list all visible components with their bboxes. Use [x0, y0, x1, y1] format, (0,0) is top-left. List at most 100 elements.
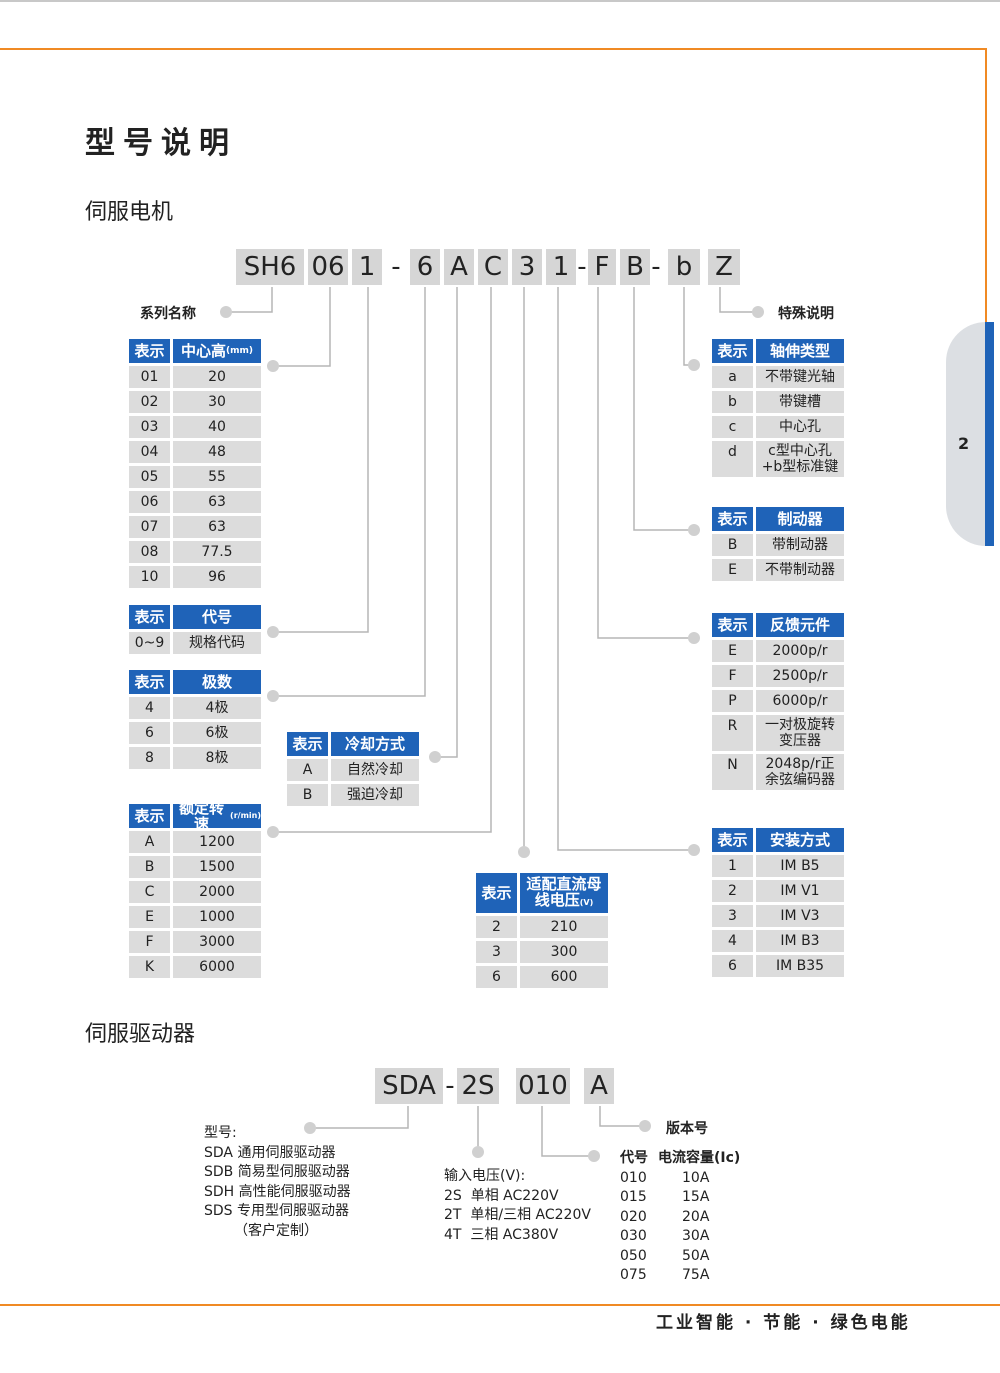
current-header-capacity: 电流容量(Ic)	[658, 1150, 741, 1166]
voltage-item: 2S 单相 AC220V	[444, 1187, 559, 1204]
table-cell: E	[129, 906, 170, 928]
table-cell: 30	[173, 391, 261, 413]
version-label: 版本号	[666, 1121, 708, 1137]
line-version	[599, 1106, 645, 1127]
table-cell: c	[712, 416, 753, 438]
table-cell: 05	[129, 466, 170, 488]
table-cell: 08	[129, 541, 170, 563]
table-cell: 02	[129, 391, 170, 413]
table-cell: 中心孔	[756, 416, 844, 438]
table-cell: 04	[129, 441, 170, 463]
dot-shaft	[688, 359, 700, 371]
table-cell: 2000p/r	[756, 640, 844, 662]
header-cell: 适配直流母线电压(V)	[520, 873, 608, 913]
table-cell: IM V1	[756, 880, 844, 902]
top-border	[0, 0, 1000, 2]
table-cell: 4极	[173, 697, 261, 719]
table-cell: 4	[129, 697, 170, 719]
table-cell: 96	[173, 566, 261, 588]
header-cell: 表示	[712, 507, 753, 531]
current-code: 030	[620, 1228, 647, 1244]
table-cell: 48	[173, 441, 261, 463]
line-special	[719, 287, 756, 313]
header-cell: 制动器	[756, 507, 844, 531]
header-cell: 表示	[129, 804, 170, 828]
table-cell: 自然冷却	[331, 759, 419, 781]
dot-special	[752, 306, 764, 318]
dot-version	[639, 1120, 651, 1132]
table-cell: 带制动器	[756, 534, 844, 556]
current-code: 020	[620, 1208, 647, 1225]
table-cell: 55	[173, 466, 261, 488]
header-cell: 表示	[129, 605, 170, 629]
table-cell: 0~9	[129, 632, 170, 654]
model-item: SDB 简易型伺服驱动器	[204, 1164, 350, 1180]
code-seg-speed: C	[478, 249, 508, 285]
code-seg-height: 06	[308, 249, 348, 285]
line-model	[310, 1106, 409, 1129]
line-current	[541, 1106, 592, 1157]
table-cell: B	[129, 856, 170, 878]
header-cell: 表示	[129, 670, 170, 694]
driver-seg-version: A	[584, 1068, 614, 1104]
table-cell: 03	[129, 416, 170, 438]
line-cooling	[435, 287, 458, 758]
header-text: 线电压	[534, 890, 580, 909]
dot-brake	[688, 524, 700, 536]
current-code: 015	[620, 1189, 647, 1205]
table-cell: 2	[712, 880, 753, 902]
special-label: 特殊说明	[778, 306, 834, 322]
dot-series	[220, 306, 232, 318]
current-code: 075	[620, 1267, 647, 1283]
footer-slogan: 工业智能 · 节能 · 绿色电能	[656, 1313, 911, 1333]
table-cell: 8极	[173, 747, 261, 769]
code-seg-mount: 1	[546, 249, 576, 285]
table-cell: IM V3	[756, 905, 844, 927]
code-dash-3: -	[651, 252, 661, 282]
table-cell: E	[712, 640, 753, 662]
table-cell: 6	[712, 955, 753, 977]
table-cell: 6	[129, 722, 170, 744]
code-seg-series: SH6	[236, 249, 304, 285]
table-cell: b	[712, 391, 753, 413]
table-cell: 1000	[173, 906, 261, 928]
line-height	[273, 287, 331, 367]
current-value: 30A	[682, 1228, 710, 1244]
table-cell: IM B35	[756, 955, 844, 977]
voltage-item: 2T 单相/三相 AC220V	[444, 1207, 591, 1223]
orange-frame-right	[985, 48, 987, 323]
dot-voltage	[518, 846, 530, 858]
driver-voltage-list: 输入电压(V): 2S 单相 AC220V 2T 单相/三相 AC220V 4T…	[444, 1167, 591, 1245]
table-cell: 强迫冷却	[331, 784, 419, 806]
header-cell: 安装方式	[756, 828, 844, 852]
table-cell: 40	[173, 416, 261, 438]
table-cell: R	[712, 715, 753, 751]
table-cell: 6极	[173, 722, 261, 744]
table-cell: 6000p/r	[756, 690, 844, 712]
header-text: 额定转速	[179, 799, 225, 833]
line-brake	[633, 287, 692, 531]
current-value: 50A	[682, 1247, 710, 1264]
model-item: SDS 专用型伺服驱动器	[204, 1203, 350, 1219]
table-cell: 6000	[173, 956, 261, 978]
header-cell: 冷却方式	[331, 732, 419, 756]
table-cell: E	[712, 559, 753, 581]
table-cell: K	[129, 956, 170, 978]
current-header-code: 代号	[620, 1150, 648, 1166]
dot-current	[588, 1150, 600, 1162]
table-cell: 63	[173, 516, 261, 538]
table-cell: 2000	[173, 881, 261, 903]
code-seg-cooling: A	[444, 249, 474, 285]
table-cell: 2048p/r正 余弦编码器	[756, 754, 844, 790]
model-item: （客户定制）	[234, 1222, 318, 1239]
table-cell: IM B3	[756, 930, 844, 952]
header-cell: 轴伸类型	[756, 339, 844, 363]
header-cell: 表示	[476, 873, 517, 913]
driver-seg-voltage: 2S	[457, 1068, 499, 1104]
side-tab-circle	[946, 322, 986, 546]
